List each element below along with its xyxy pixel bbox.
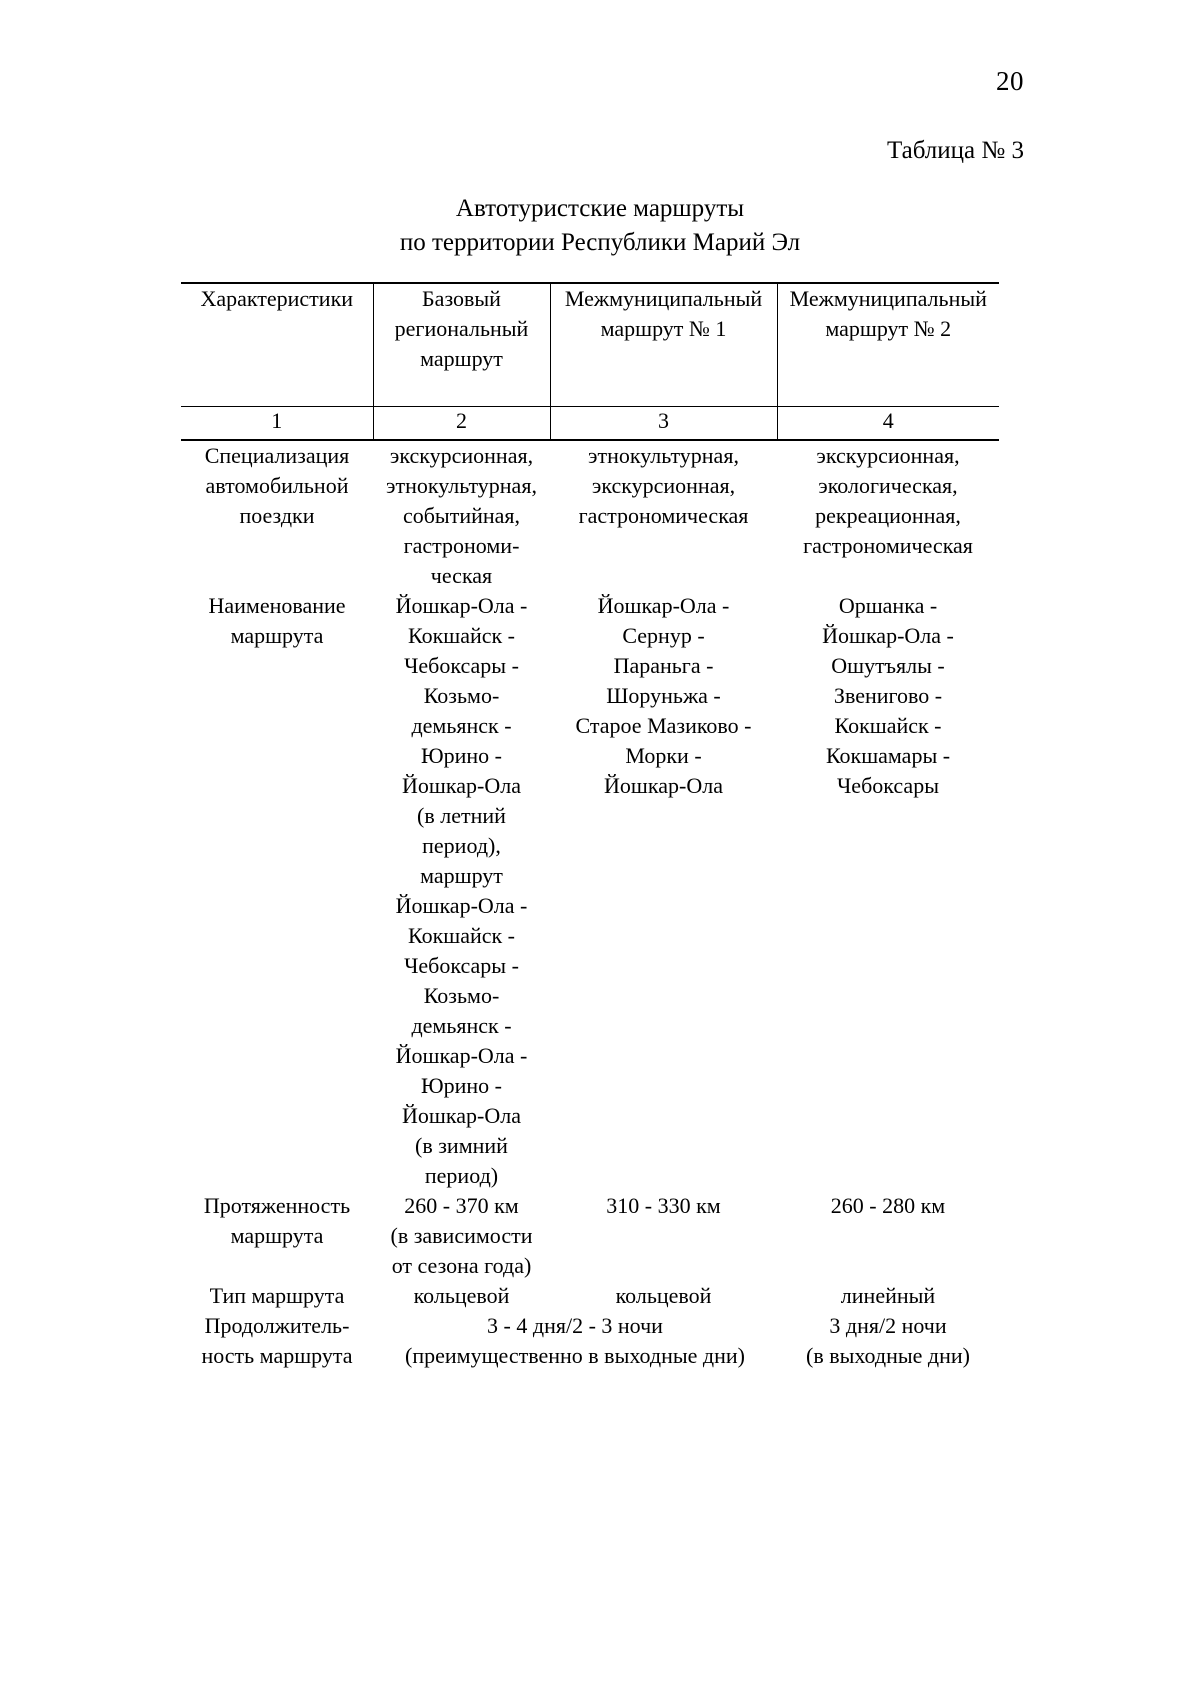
table-row: Протяженность маршрута 260 - 370 км (в з… [181, 1191, 999, 1281]
table-bottom-spacer [181, 1371, 999, 1411]
column-number-1: 1 [181, 406, 373, 441]
cell-route-type-col3: кольцевой [615, 1283, 712, 1308]
page-number: 20 [996, 66, 1024, 96]
cell-specialization-col2: экскурсионная, этнокультурная, событийна… [386, 443, 537, 588]
table-row: Наименование маршрута Йошкар-Ола - Кокша… [181, 591, 999, 1191]
cell-route-type-col2: кольцевой [413, 1283, 510, 1308]
table-column-number-row: 1 2 3 4 [181, 406, 999, 441]
routes-table-container: Характеристики Базовый региональный марш… [181, 282, 999, 1411]
column-number-4: 4 [776, 406, 999, 441]
header-intermunicipal-route-1: Межмуниципальный маршрут № 1 [549, 282, 777, 407]
row-label-route-duration: Продолжитель- ность маршрута [201, 1313, 353, 1368]
cell-route-length-col3: 310 - 330 км [606, 1193, 721, 1218]
routes-table: Характеристики Базовый региональный марш… [181, 282, 999, 1411]
cell-route-name-col4: Оршанка - Йошкар-Ола - Ошутъялы - Звениг… [822, 593, 954, 798]
row-label-route-name: Наименование маршрута [208, 593, 346, 648]
row-label-route-length: Протяженность маршрута [203, 1193, 351, 1248]
row-label-specialization: Специализация автомобильной поездки [204, 443, 350, 528]
cell-route-length-col2: 260 - 370 км (в зависимости от сезона го… [390, 1193, 533, 1278]
cell-route-type-col4: линейный [840, 1283, 936, 1308]
row-label-route-type: Тип маршрута [209, 1283, 345, 1308]
cell-route-duration-col23: 3 - 4 дня/2 - 3 ночи (преимущественно в … [405, 1313, 745, 1368]
page-title: Автотуристские маршруты по территории Ре… [0, 192, 1200, 260]
column-number-3: 3 [549, 406, 777, 441]
cell-route-name-col3: Йошкар-Ола - Сернур - Параньга - Шоруньж… [575, 593, 752, 798]
title-line-2: по территории Республики Марий Эл [399, 229, 801, 256]
table-row: Специализация автомобильной поездки экск… [181, 440, 999, 591]
cell-route-duration-col4: 3 дня/2 ночи (в выходные дни) [806, 1313, 970, 1368]
cell-route-name-col2: Йошкар-Ола - Кокшайск - Чебоксары - Козь… [395, 593, 528, 1188]
table-caption-label: Таблица № 3 [886, 137, 1024, 164]
table-header-row: Характеристики Базовый региональный марш… [181, 282, 999, 407]
table-row: Тип маршрута кольцевой кольцевой [181, 1281, 999, 1311]
header-intermunicipal-route-2: Межмуниципальный маршрут № 2 [776, 282, 999, 407]
cell-specialization-col4: экскурсионная, экологическая, рекреацион… [803, 443, 973, 558]
spacer-cell [181, 1371, 999, 1411]
title-line-1: Автотуристские маршруты [455, 195, 745, 222]
header-base-regional-route: Базовый региональный маршрут [372, 282, 550, 407]
header-characteristics: Характеристики [181, 282, 373, 407]
cell-specialization-col3: этнокультурная, экскурсионная, гастроном… [578, 443, 749, 528]
table-row: Продолжитель- ность маршрута 3 - 4 дня/2… [181, 1311, 999, 1371]
cell-route-length-col4: 260 - 280 км [830, 1193, 946, 1218]
column-number-2: 2 [372, 406, 550, 441]
